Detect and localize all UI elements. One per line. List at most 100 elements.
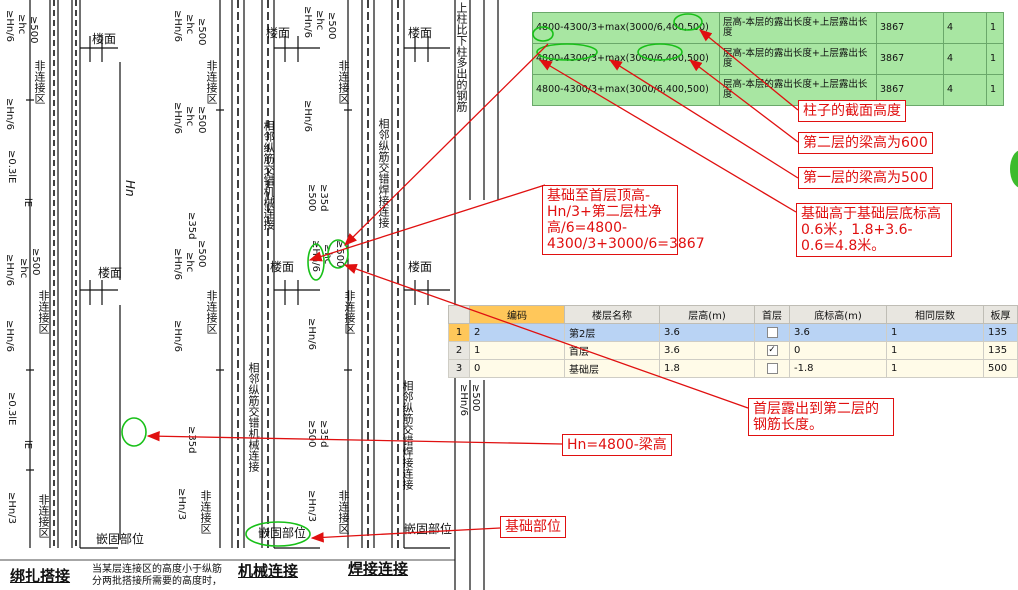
formula-row[interactable]: 4800-4300/3+max(3000/6,400,500)层高-本层的露出长… bbox=[532, 43, 1004, 75]
formula-cell: 4800-4300/3+max(3000/6,400,500) bbox=[532, 74, 720, 106]
dim-500-8: ≥500 bbox=[334, 240, 345, 268]
col-code[interactable]: 编码 bbox=[469, 305, 565, 324]
dim-500-9: ≥500 bbox=[306, 420, 317, 448]
dim-hn6-12: ≥Hn/6 bbox=[306, 318, 317, 350]
floor-table-corner bbox=[448, 305, 470, 324]
floor-height-cell[interactable]: 3.6 bbox=[659, 341, 755, 360]
right-vertical-note: 上柱比下柱多出的钢筋 bbox=[455, 2, 468, 112]
floor-label-1: 楼面 bbox=[92, 32, 117, 46]
same-count-cell[interactable]: 1 bbox=[886, 359, 984, 378]
bottom-elevation-cell[interactable]: 0 bbox=[789, 341, 887, 360]
dim-hn6-9: ≥Hn/6 bbox=[302, 6, 313, 38]
count-cell: 4 bbox=[943, 43, 987, 75]
dim-hn6-5: ≥Hn/6 bbox=[172, 10, 183, 42]
floor-height-cell[interactable]: 1.8 bbox=[659, 359, 755, 378]
first-floor-checkbox[interactable]: ✓ bbox=[766, 344, 778, 356]
dim-hc-5: ≥hc bbox=[184, 252, 195, 273]
dim-500-6: ≥500 bbox=[326, 12, 337, 40]
non-connect-4: 非连接区 bbox=[205, 60, 218, 104]
caption-weld: 焊接连接 bbox=[348, 560, 409, 578]
first-floor-checkbox[interactable] bbox=[766, 326, 778, 338]
col-same[interactable]: 相同层数 bbox=[886, 305, 984, 324]
col-slab[interactable]: 板厚 bbox=[983, 305, 1018, 324]
non-connect-8: 非连接区 bbox=[343, 290, 356, 334]
dim-hn3-1: ≥Hn/3 bbox=[6, 492, 17, 524]
dim-hn6-8: ≥Hn/6 bbox=[172, 320, 183, 352]
embed-label-2: 嵌固部位 bbox=[258, 526, 307, 540]
code-cell[interactable]: 2 bbox=[469, 323, 565, 342]
row-number[interactable]: 3 bbox=[448, 359, 470, 378]
bottom-elevation-cell[interactable]: 3.6 bbox=[789, 323, 887, 342]
dim-35d-3: ≥35d bbox=[318, 184, 329, 212]
slab-thickness-cell[interactable]: 135 bbox=[983, 323, 1018, 342]
same-count-cell[interactable]: 1 bbox=[886, 341, 984, 360]
floor-name-cell[interactable]: 首层 bbox=[564, 341, 660, 360]
count2-cell: 1 bbox=[986, 12, 1004, 44]
row-number[interactable]: 2 bbox=[448, 341, 470, 360]
count-cell: 4 bbox=[943, 74, 987, 106]
col-name[interactable]: 楼层名称 bbox=[564, 305, 660, 324]
col-first[interactable]: 首层 bbox=[754, 305, 790, 324]
dim-hn6-11: ≥Hn/6 bbox=[310, 240, 321, 272]
first-floor-cell[interactable]: ✓ bbox=[754, 341, 790, 360]
code-cell[interactable]: 1 bbox=[469, 341, 565, 360]
le-2: lE bbox=[22, 440, 33, 450]
le-1: lE bbox=[22, 198, 33, 208]
side-button[interactable] bbox=[1010, 150, 1018, 188]
caption-lap: 绑扎搭接 bbox=[10, 567, 71, 585]
floor-height-cell[interactable]: 3.6 bbox=[659, 323, 755, 342]
desc-cell: 层高-本层的露出长度+上层露出长度 bbox=[719, 12, 877, 44]
annotation-base-height: 基础高于基础层底标高0.6米，1.8+3.6-0.6=4.8米。 bbox=[796, 203, 952, 257]
col-height[interactable]: 层高(m) bbox=[659, 305, 755, 324]
annotation-column-section: 柱子的截面高度 bbox=[798, 100, 906, 122]
lap-03-1: ≥0.3lE bbox=[6, 150, 17, 184]
dim-hc-6: ≥hc bbox=[314, 10, 325, 31]
value-cell: 3867 bbox=[876, 12, 944, 44]
same-count-cell[interactable]: 1 bbox=[886, 323, 984, 342]
dim-hn3-3: ≥Hn/3 bbox=[306, 490, 317, 522]
code-cell[interactable]: 0 bbox=[469, 359, 565, 378]
annotation-base-part: 基础部位 bbox=[500, 516, 566, 538]
footnote: 当某层连接区的高度小于纵筋分两批搭接所需要的高度时， bbox=[92, 564, 222, 587]
row-number[interactable]: 1 bbox=[448, 323, 470, 342]
first-floor-cell[interactable] bbox=[754, 359, 790, 378]
slab-thickness-cell[interactable]: 135 bbox=[983, 341, 1018, 360]
hn-center-label: Hn bbox=[123, 180, 137, 197]
dim-500-3: ≥500 bbox=[196, 18, 207, 46]
non-connect-9: 非连接区 bbox=[337, 490, 350, 534]
floor-name-cell[interactable]: 基础层 bbox=[564, 359, 660, 378]
floor-label-4: 楼面 bbox=[98, 266, 123, 280]
non-connect-3: 非连接区 bbox=[37, 494, 50, 538]
dim-hn3-2: ≥Hn/3 bbox=[176, 488, 187, 520]
annotation-beam2: 第二层的梁高为600 bbox=[798, 132, 933, 154]
first-floor-checkbox[interactable] bbox=[766, 362, 778, 374]
col-bottom[interactable]: 底标高(m) bbox=[789, 305, 887, 324]
embed-label-3: 嵌固部位 bbox=[404, 522, 453, 536]
caption-mech: 机械连接 bbox=[238, 562, 299, 580]
formula-row[interactable]: 4800-4300/3+max(3000/6,400,500)层高-本层的露出长… bbox=[532, 12, 1004, 44]
floor-name-cell[interactable]: 第2层 bbox=[564, 323, 660, 342]
dim-hc-2: ≥hc bbox=[18, 258, 29, 279]
formula-cell: 4800-4300/3+max(3000/6,400,500) bbox=[532, 43, 720, 75]
slab-thickness-cell[interactable]: 500 bbox=[983, 359, 1018, 378]
dim-hn6-6: ≥Hn/6 bbox=[172, 102, 183, 134]
dim-500-right: ≥500 bbox=[470, 384, 481, 412]
dim-hc-3: ≥hc bbox=[184, 14, 195, 35]
formula-row[interactable]: 4800-4300/3+max(3000/6,400,500)层高-本层的露出长… bbox=[532, 74, 1004, 106]
bottom-elevation-cell[interactable]: -1.8 bbox=[789, 359, 887, 378]
mech-note-2: 相邻纵筋交错机械连接 bbox=[247, 362, 260, 472]
first-floor-cell[interactable] bbox=[754, 323, 790, 342]
dim-hn6-1: ≥Hn/6 bbox=[4, 10, 15, 42]
count2-cell: 1 bbox=[986, 74, 1004, 106]
annotation-calc: 基础至首层顶高-Hn/3+第二层柱净高/6=4800-4300/3+3000/6… bbox=[542, 185, 705, 255]
dim-hn6-2: ≥Hn/6 bbox=[4, 98, 15, 130]
dim-500-2: ≥500 bbox=[30, 248, 41, 276]
count2-cell: 1 bbox=[986, 43, 1004, 75]
floor-label-6: 楼面 bbox=[408, 260, 433, 274]
dim-hn6-10: ≥Hn/6 bbox=[302, 100, 313, 132]
non-connect-7: 非连接区 bbox=[337, 60, 350, 104]
